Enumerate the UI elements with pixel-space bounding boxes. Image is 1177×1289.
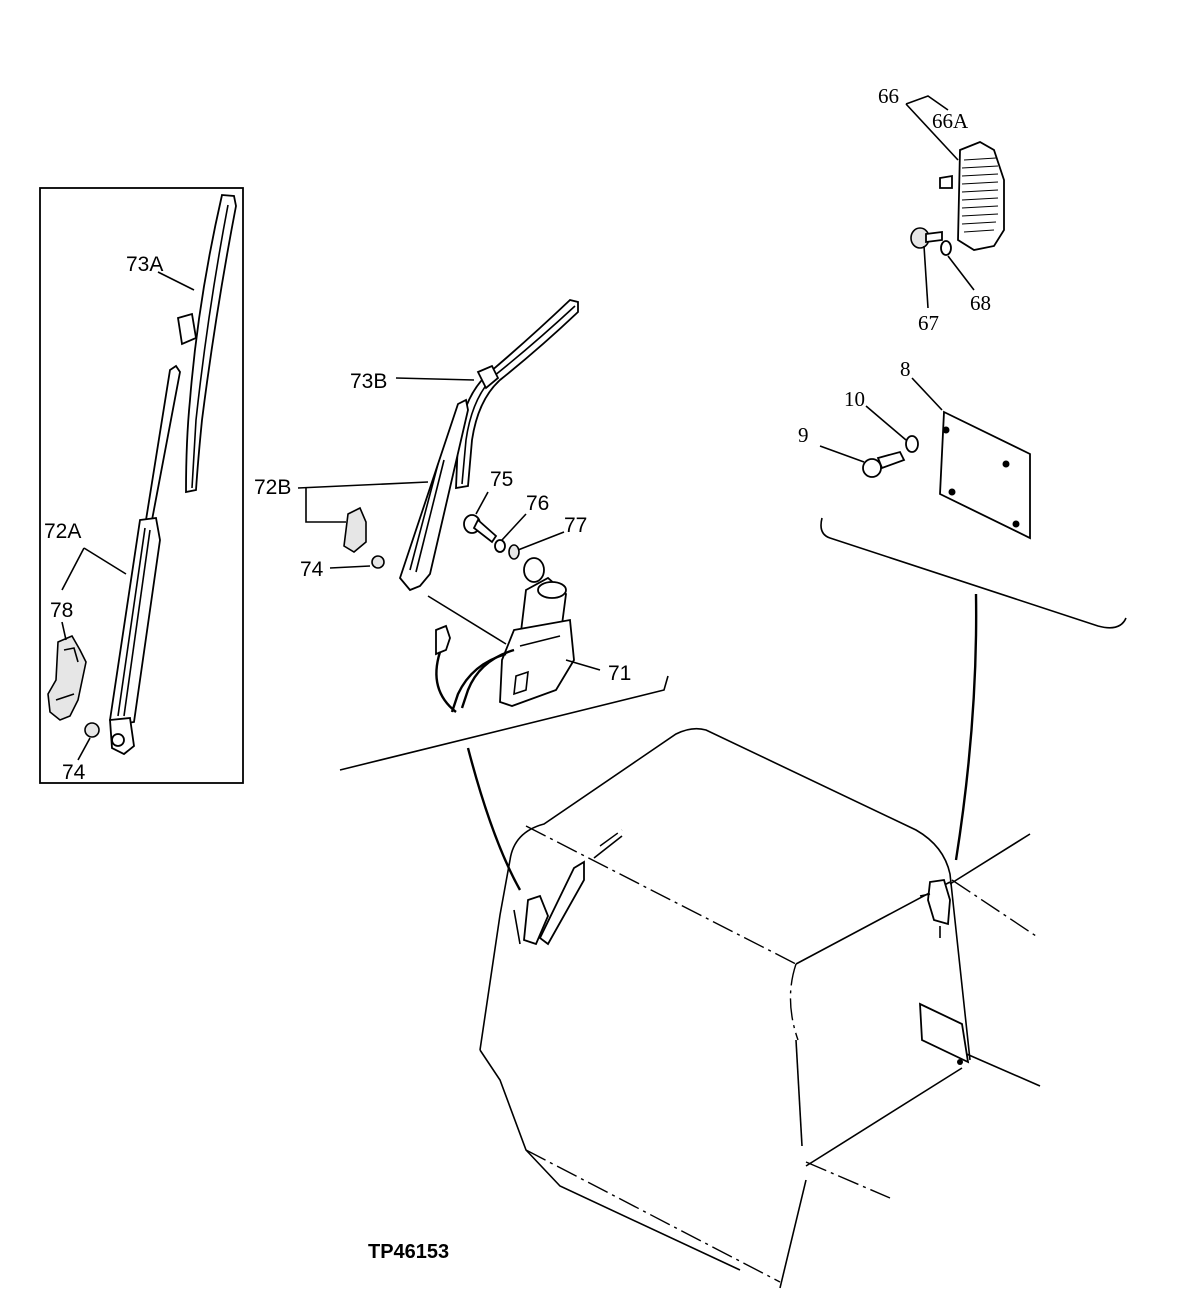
wiper-motor-71: [435, 557, 575, 713]
callout-77: 77: [564, 514, 587, 537]
washer-76: [494, 539, 506, 553]
callout-73a: 73A: [126, 253, 163, 276]
motor-wiper-group: [297, 299, 669, 771]
callout-66a: 66A: [932, 109, 969, 133]
cab-outline: [466, 593, 1041, 1289]
callout-10: 10: [844, 387, 865, 411]
nut-74-main: [371, 555, 385, 569]
wiper-arm-72b: [398, 398, 469, 592]
lamp-66a: [957, 141, 1005, 251]
wiper-blade-73a: [176, 194, 237, 494]
callout-9: 9: [798, 423, 809, 447]
callout-76: 76: [526, 492, 549, 515]
wiper-blade-73b: [455, 299, 579, 490]
bolt-75: [463, 514, 498, 544]
callout-72b: 72B: [254, 476, 291, 499]
blade-clip: [476, 364, 500, 390]
washer-68: [940, 240, 952, 256]
callout-labels: 66 66A 67 68 8 10 9 73A 72A 78 74 73B 72…: [44, 84, 991, 1263]
plate-8: [939, 410, 1031, 540]
cover-78: [47, 634, 87, 721]
bolt-9: [862, 450, 906, 478]
callout-68: 68: [970, 291, 991, 315]
callout-72a: 72A: [44, 520, 81, 543]
callout-74-inset: 74: [62, 761, 86, 784]
washer-10: [905, 435, 919, 453]
callout-75: 75: [490, 468, 513, 491]
callout-71: 71: [608, 662, 631, 685]
wiper-arm-72a: [109, 364, 181, 756]
lamp-group: [905, 95, 1005, 309]
callout-74-main: 74: [300, 558, 324, 581]
figure-id: TP46153: [368, 1241, 449, 1263]
callout-66: 66: [878, 84, 899, 108]
callout-8: 8: [900, 357, 911, 381]
nut-74-inset: [84, 722, 100, 738]
callout-67: 67: [918, 311, 939, 335]
inset-panel: [39, 187, 244, 784]
callout-78: 78: [50, 599, 73, 622]
callout-73b: 73B: [350, 370, 387, 393]
washer-77: [508, 544, 520, 560]
plate-group: [819, 377, 1127, 629]
cover-72b: [343, 506, 367, 553]
